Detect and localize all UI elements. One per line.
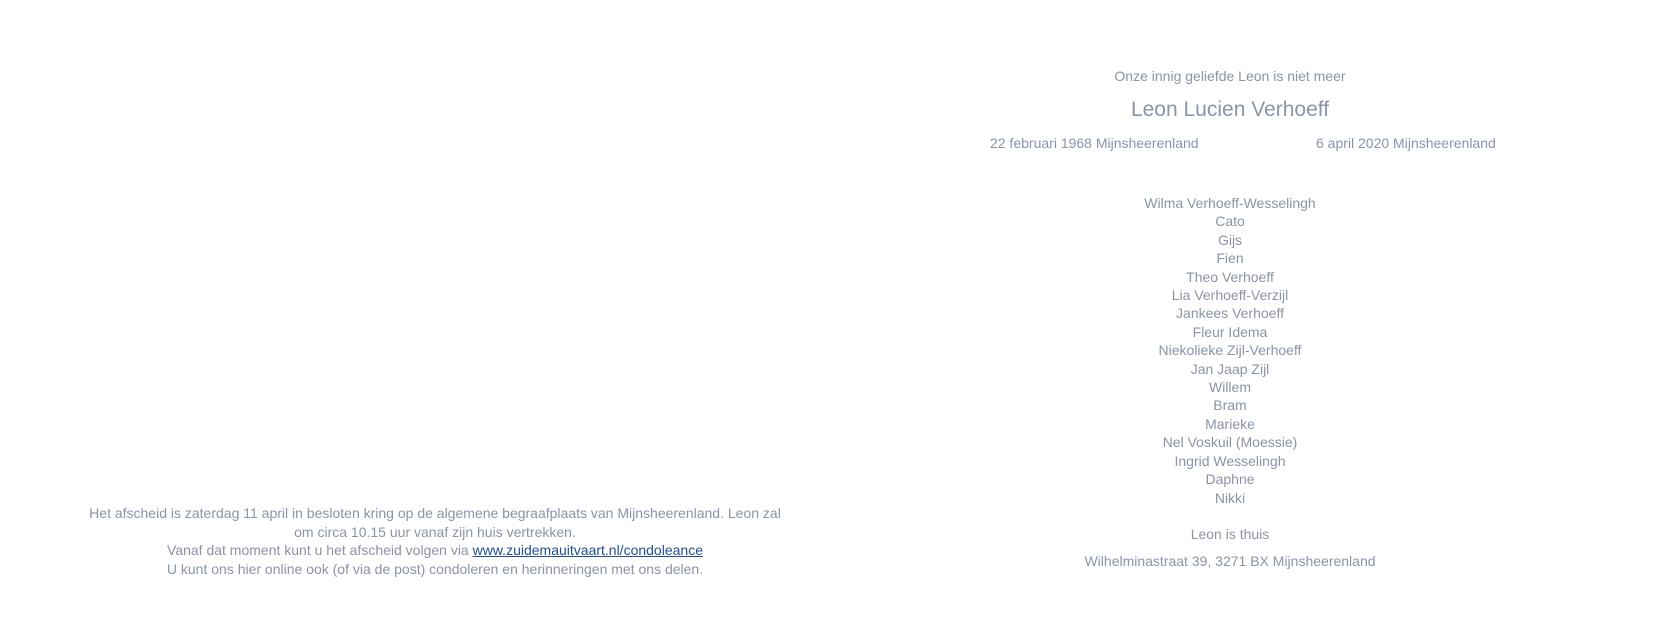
family-member: Cato bbox=[1215, 213, 1245, 230]
intro-text: Onze innig geliefde Leon is niet meer bbox=[1114, 68, 1346, 84]
family-member: Marieke bbox=[1205, 415, 1255, 432]
birth-date: 22 februari 1968 Mijnsheerenland bbox=[990, 135, 1199, 151]
condolence-link[interactable]: www.zuidemauitvaart.nl/condoleance bbox=[472, 542, 703, 558]
family-member: Theo Verhoeff bbox=[1186, 268, 1274, 285]
death-date: 6 april 2020 Mijnsheerenland bbox=[1316, 135, 1496, 151]
at-home-text: Leon is thuis bbox=[1190, 526, 1270, 542]
livestream-text: Vanaf dat moment kunt u het afscheid vol… bbox=[167, 542, 469, 558]
family-member: Bram bbox=[1213, 397, 1247, 414]
family-member: Jankees Verhoeff bbox=[1176, 305, 1284, 322]
family-member: Nel Voskuil (Moessie) bbox=[1162, 434, 1298, 451]
family-member: Daphne bbox=[1205, 471, 1255, 488]
family-member: Willem bbox=[1209, 379, 1251, 396]
family-member: Fien bbox=[1216, 250, 1244, 267]
condolence-info: U kunt ons hier online ook (of via de po… bbox=[166, 560, 704, 577]
family-member: Fleur Idema bbox=[1192, 323, 1268, 340]
family-member: Ingrid Wesselingh bbox=[1174, 452, 1286, 469]
family-member: Niekolieke Zijl-Verhoeff bbox=[1158, 342, 1302, 359]
livestream-line: Vanaf dat moment kunt u het afscheid vol… bbox=[80, 541, 790, 560]
family-member: Jan Jaap Zijl bbox=[1190, 360, 1270, 377]
family-member: Wilma Verhoeff-Wesselingh bbox=[1144, 195, 1316, 211]
family-member: Nikki bbox=[1214, 489, 1246, 506]
family-member: Lia Verhoeff-Verzijl bbox=[1171, 287, 1289, 304]
farewell-details: Het afscheid is zaterdag 11 april in bes… bbox=[89, 505, 781, 540]
home-address: Wilhelminastraat 39, 3271 BX Mijnsheeren… bbox=[1084, 553, 1376, 569]
family-member: Gijs bbox=[1217, 231, 1243, 248]
farewell-section: Het afscheid is zaterdag 11 april in bes… bbox=[80, 504, 790, 578]
deceased-name: Leon Lucien Verhoeff bbox=[1130, 98, 1330, 121]
